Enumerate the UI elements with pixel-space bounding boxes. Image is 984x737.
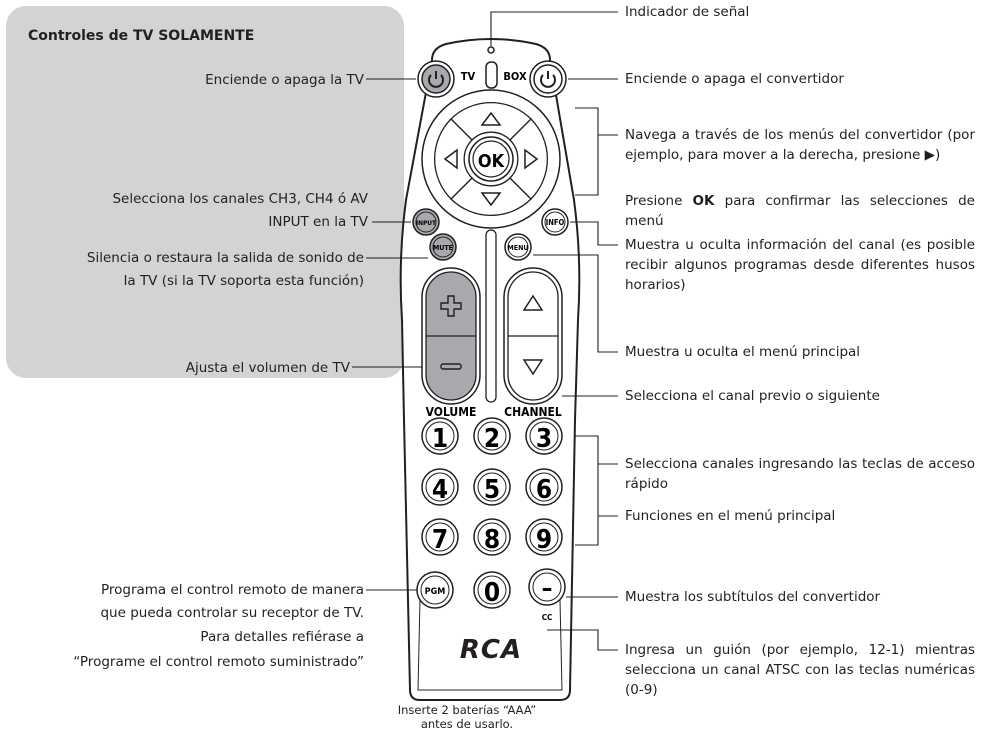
pgm-label: PGM	[425, 587, 446, 597]
input-label-2: INPUT en la TV	[268, 214, 368, 230]
key-1[interactable]: 1	[421, 417, 459, 455]
key-7[interactable]: 7	[421, 518, 459, 556]
pgm-label-3: Para detalles refiérase a	[200, 629, 364, 645]
volume-down-icon	[440, 363, 462, 370]
navigation-pad[interactable]: OK	[421, 89, 561, 229]
pgm-label-1: Programa el control remoto de manera	[100, 582, 364, 598]
key-6-label: 6	[536, 475, 552, 505]
battery-caption: Inserte 2 baterías “AAA” antes de usarlo…	[352, 703, 582, 731]
down-arrow-icon	[480, 192, 502, 207]
input-button[interactable]: INPUT	[412, 208, 440, 236]
pgm-label-4: “Programe el control remoto suministrado…	[73, 654, 364, 670]
input-label-1: Selecciona los canales CH3, CH4 ó AV	[112, 191, 368, 207]
key-8[interactable]: 8	[473, 518, 511, 556]
tv-power-label: Enciende o apaga la TV	[205, 72, 364, 88]
ok-confirm-pre: Presione	[625, 193, 693, 209]
mute-label-2: la TV (si la TV soporta esta función)	[123, 273, 364, 289]
dash-label: –	[542, 574, 553, 602]
key-1-label: 1	[432, 424, 448, 454]
key-0[interactable]: 0	[473, 571, 511, 609]
channel-rocker[interactable]	[503, 267, 563, 405]
dash-cc-button[interactable]: –	[528, 568, 566, 606]
tv-power-icon	[428, 71, 444, 88]
rca-logo: RCA	[460, 635, 522, 665]
navigation-label: Navega a través de los menús del convert…	[625, 127, 975, 163]
pgm-label-2: que pueda controlar su receptor de TV.	[100, 605, 364, 621]
menu-button[interactable]: MENU	[504, 233, 532, 261]
box-power-icon	[540, 71, 556, 88]
volume-label-text: Ajusta el volumen de TV	[185, 360, 350, 376]
right-arrow-icon	[524, 148, 539, 170]
mute-label-1: Silencia o restaura la salida de sonido …	[86, 250, 364, 266]
mute-label: MUTE	[433, 244, 453, 252]
signal-led-icon	[487, 46, 495, 54]
key-9-label: 9	[536, 525, 552, 555]
menu-functions-label: Funciones en el menú principal	[625, 508, 836, 524]
ok-confirm-post: para confirmar las selecciones de menú	[625, 193, 975, 229]
tv-label: TV	[461, 70, 476, 83]
info-label: INFO	[546, 218, 565, 227]
ok-confirm-label: Presione OK para confirmar las seleccion…	[625, 191, 975, 231]
volume-label: VOLUME	[426, 405, 477, 419]
menu-label-text: Muestra u oculta el menú principal	[625, 344, 861, 360]
channel-down-icon	[522, 359, 544, 376]
key-9[interactable]: 9	[525, 518, 563, 556]
key-2-label: 2	[484, 424, 500, 454]
tv-box-switch	[485, 61, 498, 89]
cc-label: CC	[542, 613, 553, 622]
tv-controls-panel	[6, 6, 404, 378]
signal-indicator-label: Indicador de señal	[625, 4, 750, 20]
channel-up-icon	[522, 294, 544, 311]
left-arrow-icon	[443, 148, 458, 170]
volume-up-icon	[440, 295, 462, 317]
key-7-label: 7	[432, 525, 448, 555]
ok-confirm-bold: OK	[692, 193, 715, 209]
box-power-label: Enciende o apaga el convertidor	[625, 71, 844, 87]
info-button[interactable]: INFO	[541, 208, 569, 236]
center-divider	[485, 229, 497, 403]
battery-caption-line1: Inserte 2 baterías “AAA”	[397, 703, 537, 717]
volume-rocker[interactable]	[421, 267, 481, 405]
ok-label: OK	[478, 151, 506, 172]
dash-label-text: Ingresa un guión (por ejemplo, 12-1) mie…	[625, 642, 975, 698]
key-6[interactable]: 6	[525, 468, 563, 506]
channel-label: CHANNEL	[504, 405, 562, 419]
info-label-text: Muestra u oculta información del canal (…	[625, 237, 975, 293]
key-0-label: 0	[484, 578, 500, 608]
key-5-label: 5	[484, 475, 500, 505]
channel-label-text: Selecciona el canal previo o siguiente	[625, 388, 880, 404]
up-arrow-icon	[480, 111, 502, 126]
cc-label-text: Muestra los subtítulos del convertidor	[625, 589, 881, 605]
box-power-button[interactable]	[529, 60, 567, 98]
key-8-label: 8	[484, 525, 500, 555]
key-2[interactable]: 2	[473, 417, 511, 455]
number-keys-label: Selecciona canales ingresando las teclas…	[625, 456, 975, 492]
box-label: BOX	[503, 70, 527, 83]
battery-caption-line2: antes de usarlo.	[420, 717, 514, 731]
key-3-label: 3	[536, 424, 552, 454]
panel-title: Controles de TV SOLAMENTE	[28, 28, 255, 44]
key-3[interactable]: 3	[525, 417, 563, 455]
tv-power-button[interactable]	[417, 60, 455, 98]
mute-button[interactable]: MUTE	[429, 233, 457, 261]
menu-label: MENU	[508, 244, 529, 252]
key-5[interactable]: 5	[473, 468, 511, 506]
input-label: INPUT	[416, 219, 436, 227]
key-4[interactable]: 4	[421, 468, 459, 506]
key-4-label: 4	[432, 475, 448, 505]
